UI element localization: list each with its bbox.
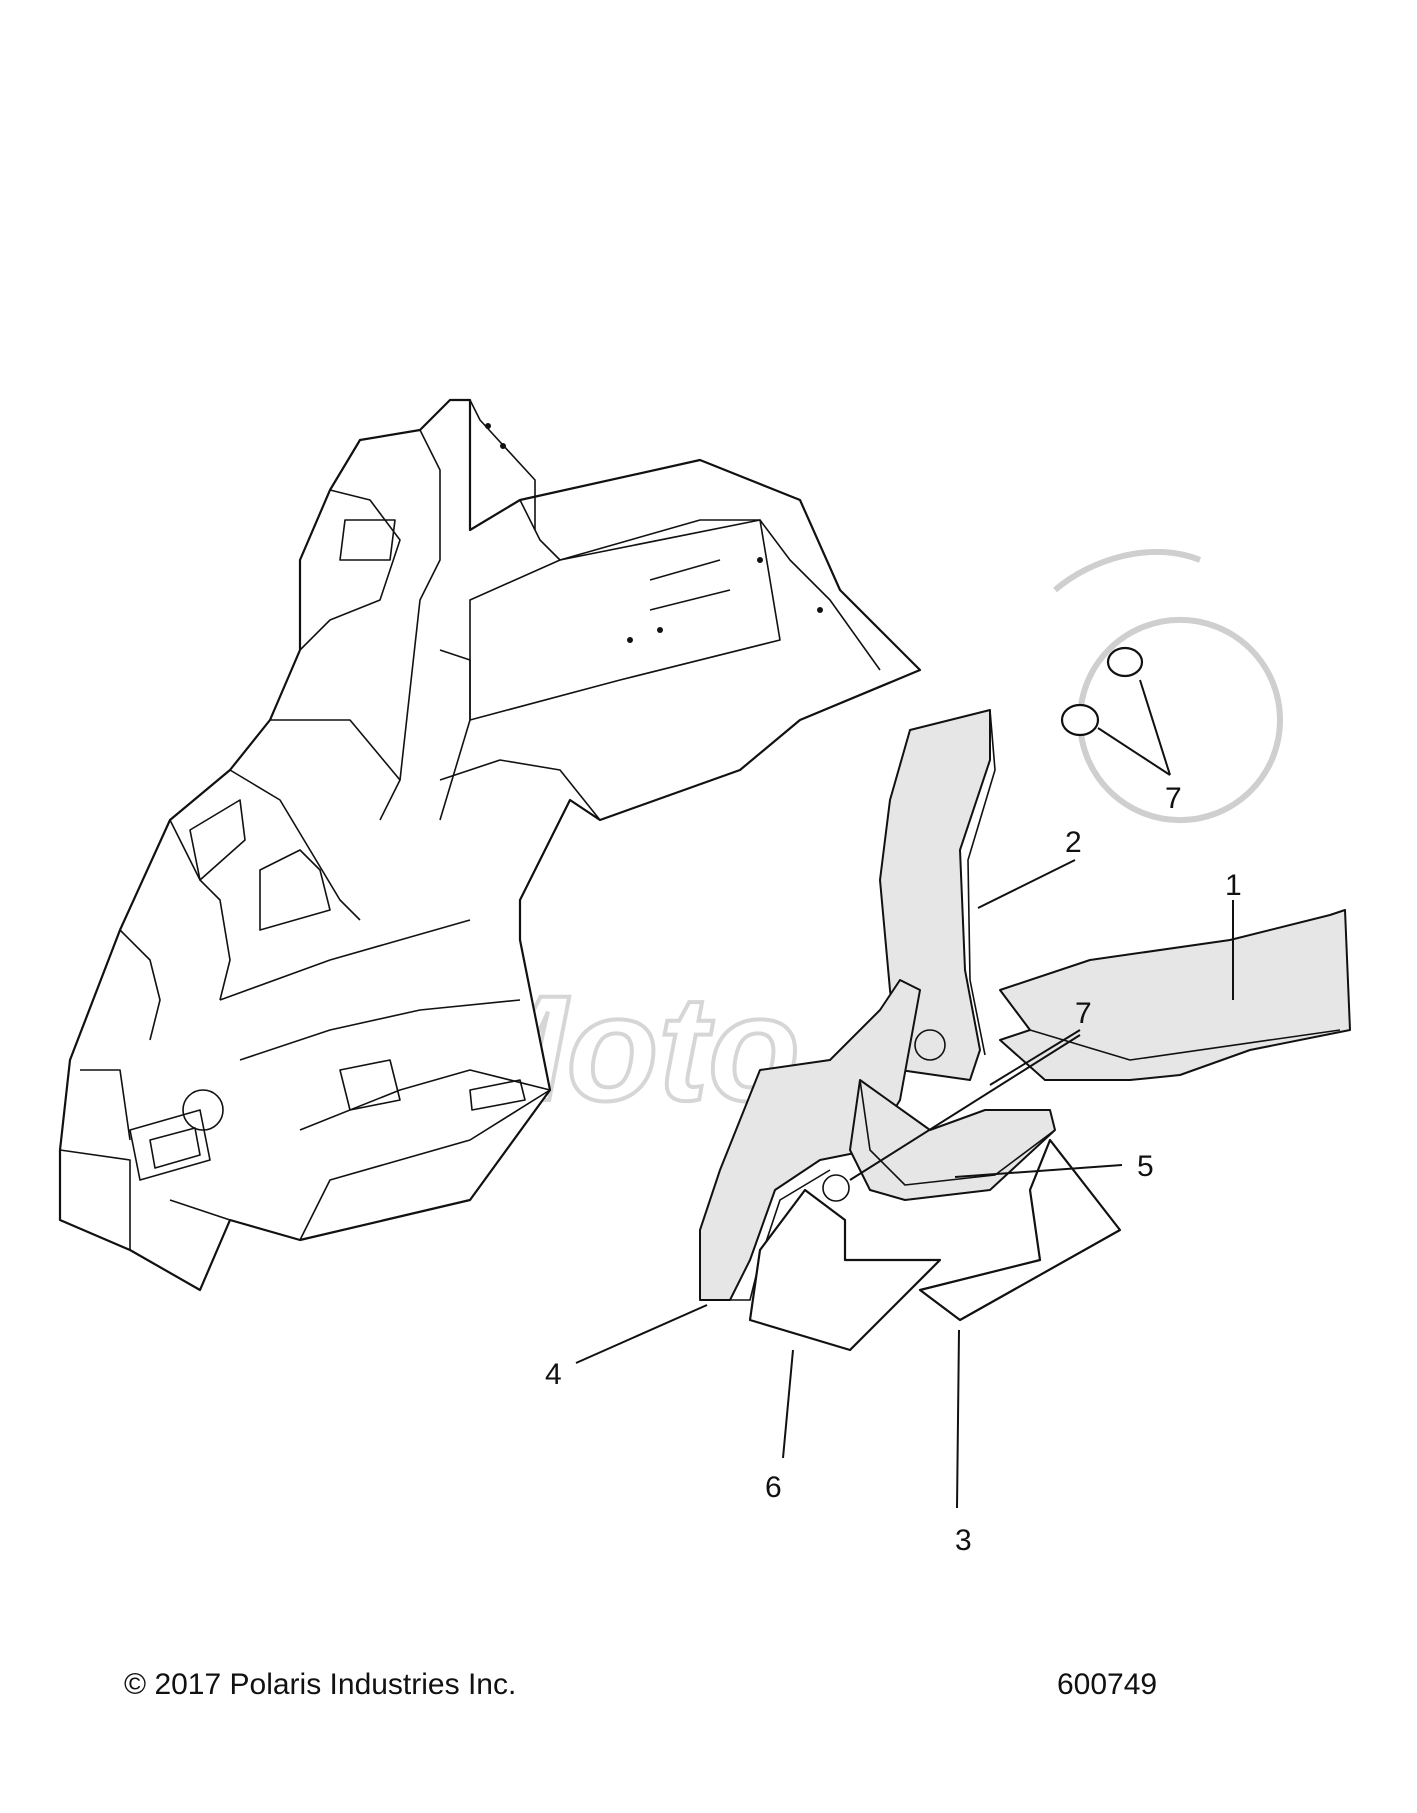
callout-5: 5 [1137,1150,1154,1183]
callout-4: 4 [545,1358,562,1391]
leader-lines [575,679,1234,1509]
callout-1: 1 [1225,869,1242,902]
part-1-panel [999,909,1351,1081]
body-panel-assembly [58,398,922,1292]
part-6-panel [748,1188,942,1352]
callout-2: 2 [1065,826,1082,859]
callouts: 1 2 3 4 5 6 7 7 [545,782,1242,1557]
part-5-panel [822,1079,1056,1202]
copyright-notice: © 2017 Polaris Industries Inc. [124,1668,517,1701]
callout-7-lower: 7 [1075,997,1092,1030]
callout-7-upper: 7 [1165,782,1182,815]
part-7-plugs [1060,646,1144,737]
part-3-panel [918,1138,1122,1322]
callout-3: 3 [955,1524,972,1557]
figure-number: 600749 [1057,1668,1158,1701]
callout-6: 6 [765,1471,782,1504]
